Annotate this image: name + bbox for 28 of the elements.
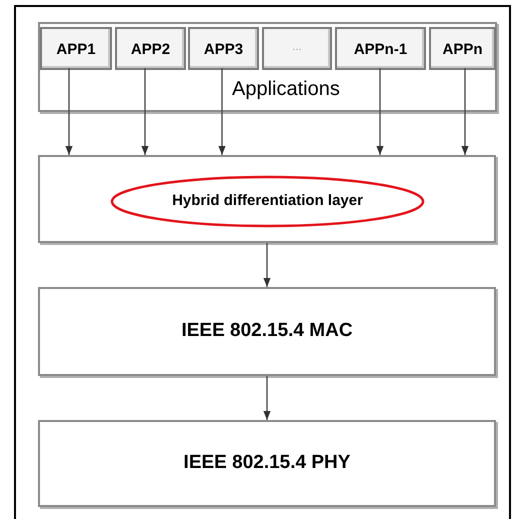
app-box [335,27,426,70]
arrow [141,68,149,155]
layer-box [38,287,496,376]
node-label: APPn [442,40,482,60]
app-box [115,27,186,70]
node-label: APP3 [204,40,244,60]
arrow [376,68,384,155]
highlight-ellipse [110,175,425,228]
applications-band [38,22,497,112]
app-box [262,27,332,70]
node-label: APP1 [56,40,96,60]
node-label: Hybrid differentiation layer [172,191,363,212]
app-box [40,27,112,70]
arrow [218,68,226,155]
node-label: APP2 [130,40,170,60]
node-label: IEEE 802.15.4 MAC [181,319,353,344]
node-label: Applications [232,77,340,102]
layer-box [38,155,496,243]
arrow [65,68,73,155]
arrow [461,68,469,155]
app-box [429,27,496,70]
node-label: ... [292,40,302,55]
node-label: APPn-1 [354,40,408,60]
arrow [263,243,271,287]
layer-box [38,420,496,507]
node-label: IEEE 802.15.4 PHY [184,451,350,476]
app-box [188,27,259,70]
arrow [263,376,271,420]
